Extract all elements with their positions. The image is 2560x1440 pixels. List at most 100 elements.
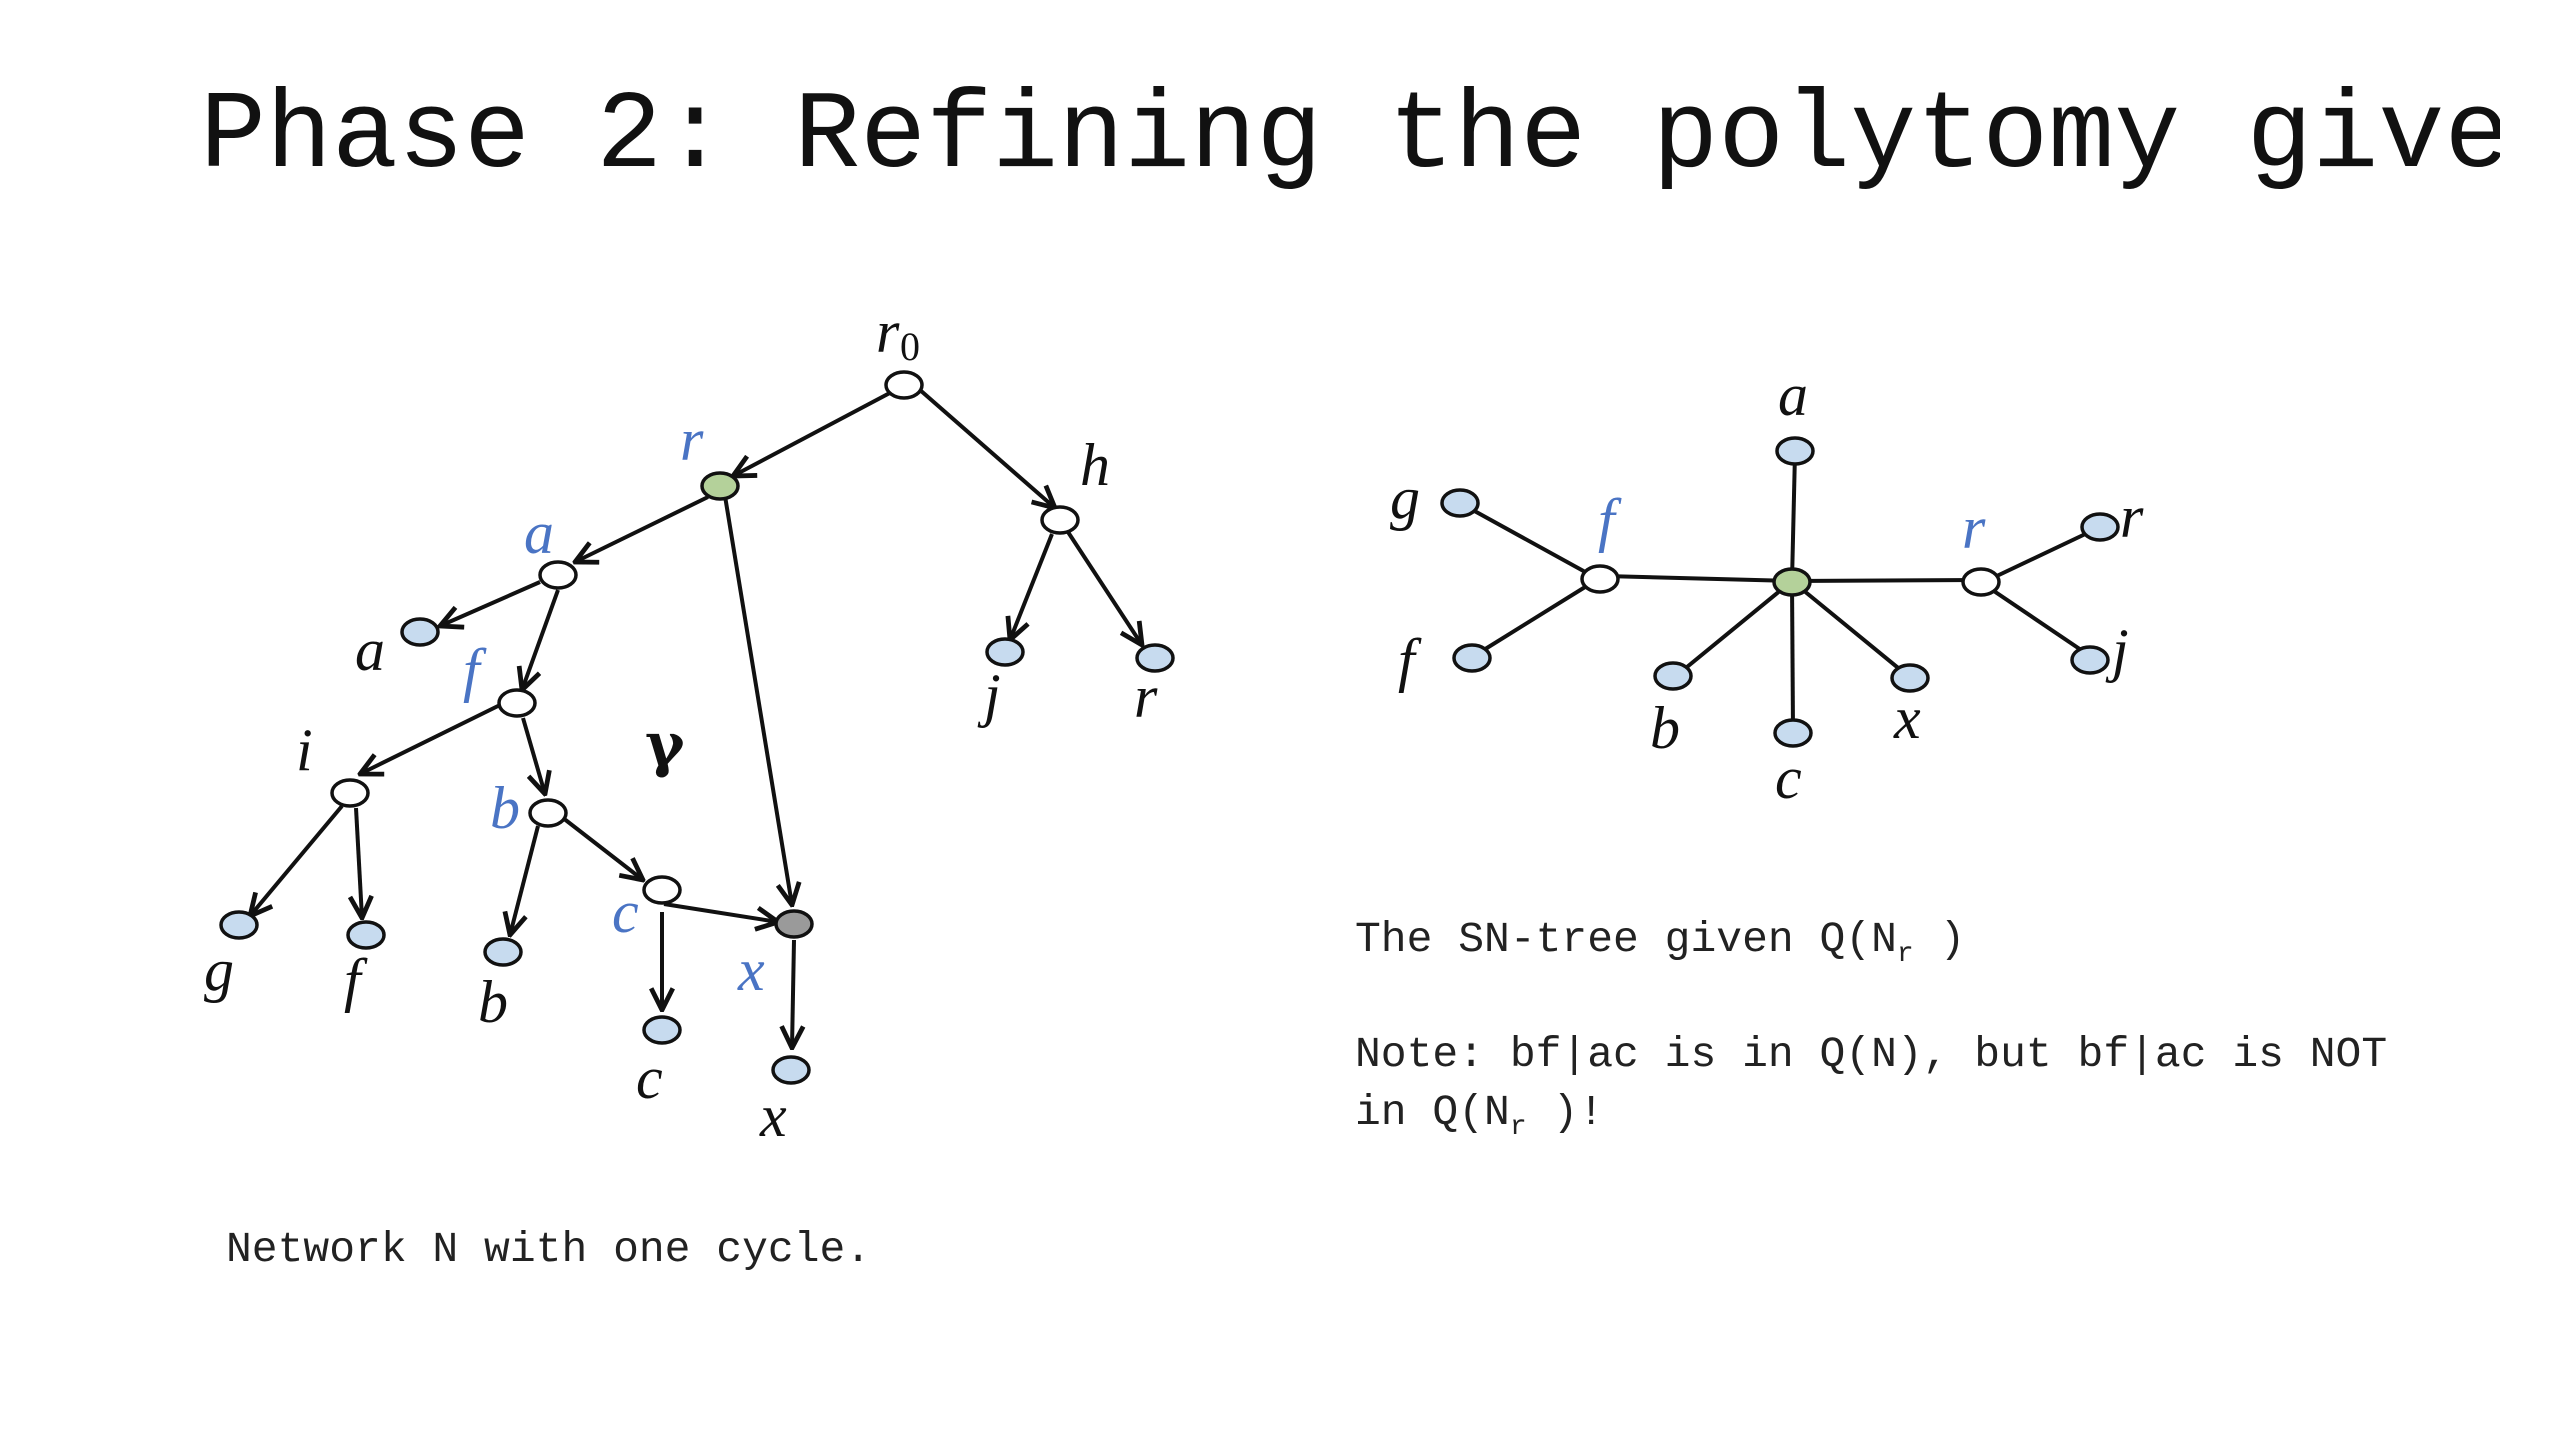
network-caption: Network N with one cycle. — [226, 1225, 872, 1274]
edge-x-leafx — [792, 939, 794, 1048]
edge-i-f — [356, 807, 362, 918]
sn-label-a: a — [1778, 362, 1808, 428]
label-b-internal: b — [490, 775, 520, 841]
edge-r-x — [723, 495, 792, 905]
edge-f-i — [360, 703, 501, 774]
edge-center-b — [1674, 579, 1794, 678]
network-edges — [250, 384, 1142, 1048]
edge-i-g — [250, 804, 344, 916]
sn-tree-edges — [1459, 452, 2099, 732]
label-r0: r — [876, 299, 900, 365]
edge-b-leafb — [510, 825, 540, 935]
sn-tree-diagram: a g f f b c x r r j — [1390, 362, 2144, 811]
note-line-2-prefix: in Q(N — [1355, 1088, 1510, 1137]
label-r: r — [680, 407, 704, 473]
sn-node-r — [1961, 567, 2001, 597]
label-r0-sub: 0 — [900, 324, 920, 369]
sn-leaf-c — [1773, 718, 1813, 748]
label-h: h — [1080, 432, 1110, 498]
sn-center — [1772, 567, 1812, 597]
sn-label-x: x — [1893, 685, 1921, 751]
node-f — [497, 688, 537, 718]
node-h — [1040, 505, 1080, 535]
edge-center-a — [1790, 452, 1797, 582]
edge-r-a — [575, 495, 709, 562]
label-f-internal: f — [463, 637, 487, 703]
label-x-leaf: x — [759, 1083, 787, 1149]
leaf-b — [483, 937, 523, 967]
note-line-2: in Q(Nr )! — [1355, 1088, 1604, 1143]
label-c-internal: c — [612, 879, 639, 945]
edge-a-f — [522, 589, 560, 690]
leaf-g — [219, 910, 259, 940]
edge-f-b — [521, 717, 545, 794]
sn-leaf-x — [1890, 663, 1930, 693]
leaf-a — [400, 617, 440, 647]
sn-label-c: c — [1775, 745, 1802, 811]
sn-label-g: g — [1390, 465, 1420, 531]
edge-b-c — [561, 816, 643, 880]
label-g-leaf: g — [204, 937, 234, 1003]
note-line-1: Note: bf|ac is in Q(N), but bf|ac is NOT — [1355, 1030, 2388, 1079]
sn-tree-labels: a g f f b c x r r j — [1390, 362, 2144, 811]
sn-leaf-a — [1775, 436, 1815, 466]
label-j-leaf: j — [977, 662, 1001, 728]
node-c — [642, 875, 682, 905]
edge-h-j — [1010, 533, 1054, 640]
edge-r-leafr — [1981, 526, 2099, 585]
sn-leaf-r — [2080, 512, 2120, 542]
network-diagram: r 0 r h a a f i γ b c x g f b c x j r — [204, 299, 1175, 1149]
sn-caption-subscript: r — [1896, 939, 1914, 970]
edge-center-c — [1790, 580, 1795, 732]
label-c-leaf: c — [636, 1045, 663, 1111]
edge-r-j — [1980, 581, 2092, 658]
sn-label-r-internal: r — [1962, 495, 1986, 561]
edge-f-leaff — [1472, 577, 1600, 658]
leaf-r — [1135, 643, 1175, 673]
sn-tree-nodes — [1440, 436, 2120, 748]
sn-caption-suffix: ) — [1913, 915, 1966, 964]
sn-label-j: j — [2105, 617, 2129, 683]
edge-f-g — [1459, 501, 1599, 581]
node-b — [528, 798, 568, 828]
leaf-x — [771, 1055, 811, 1085]
node-i — [330, 778, 370, 808]
label-r-leaf: r — [1134, 664, 1158, 730]
edge-r0-r — [733, 384, 904, 476]
page-title: Phase 2: Refining the polytomy given Q(N… — [200, 78, 2500, 200]
label-x-internal: x — [737, 937, 765, 1003]
edge-c-x — [663, 902, 778, 922]
label-gamma: γ — [645, 710, 685, 780]
node-r — [700, 471, 740, 501]
network-labels: r 0 r h a a f i γ b c x g f b c x j r — [204, 299, 1158, 1149]
sn-node-f — [1580, 564, 1620, 594]
edge-h-r — [1066, 530, 1142, 645]
node-a — [538, 560, 578, 590]
edge-a-leafa — [440, 580, 541, 626]
sn-label-b: b — [1650, 695, 1680, 761]
node-r0 — [884, 370, 924, 400]
sn-leaf-g — [1440, 488, 1480, 518]
sn-caption-prefix: The SN-tree given Q(N — [1355, 915, 1897, 964]
label-a-internal: a — [524, 500, 554, 566]
sn-label-f-leaf: f — [1398, 627, 1422, 693]
leaf-f — [346, 920, 386, 950]
edge-center-r — [1791, 578, 1979, 583]
sn-leaf-f — [1452, 643, 1492, 673]
label-f-leaf: f — [344, 947, 368, 1013]
sn-label-f-internal: f — [1598, 487, 1622, 553]
edge-center-x — [1790, 579, 1910, 678]
sn-tree-caption: The SN-tree given Q(Nr ) — [1355, 915, 1965, 970]
sn-label-r-leaf: r — [2120, 484, 2144, 550]
edge-center-f — [1604, 574, 1793, 583]
node-x-reticulation — [774, 909, 814, 939]
label-b-leaf: b — [478, 969, 508, 1035]
leaf-j — [985, 637, 1025, 667]
network-nodes — [219, 370, 1175, 1085]
label-i: i — [296, 717, 313, 783]
note-line-2-suffix: )! — [1526, 1088, 1605, 1137]
label-a-leaf: a — [355, 617, 385, 683]
leaf-c — [642, 1015, 682, 1045]
sn-leaf-j — [2070, 645, 2110, 675]
